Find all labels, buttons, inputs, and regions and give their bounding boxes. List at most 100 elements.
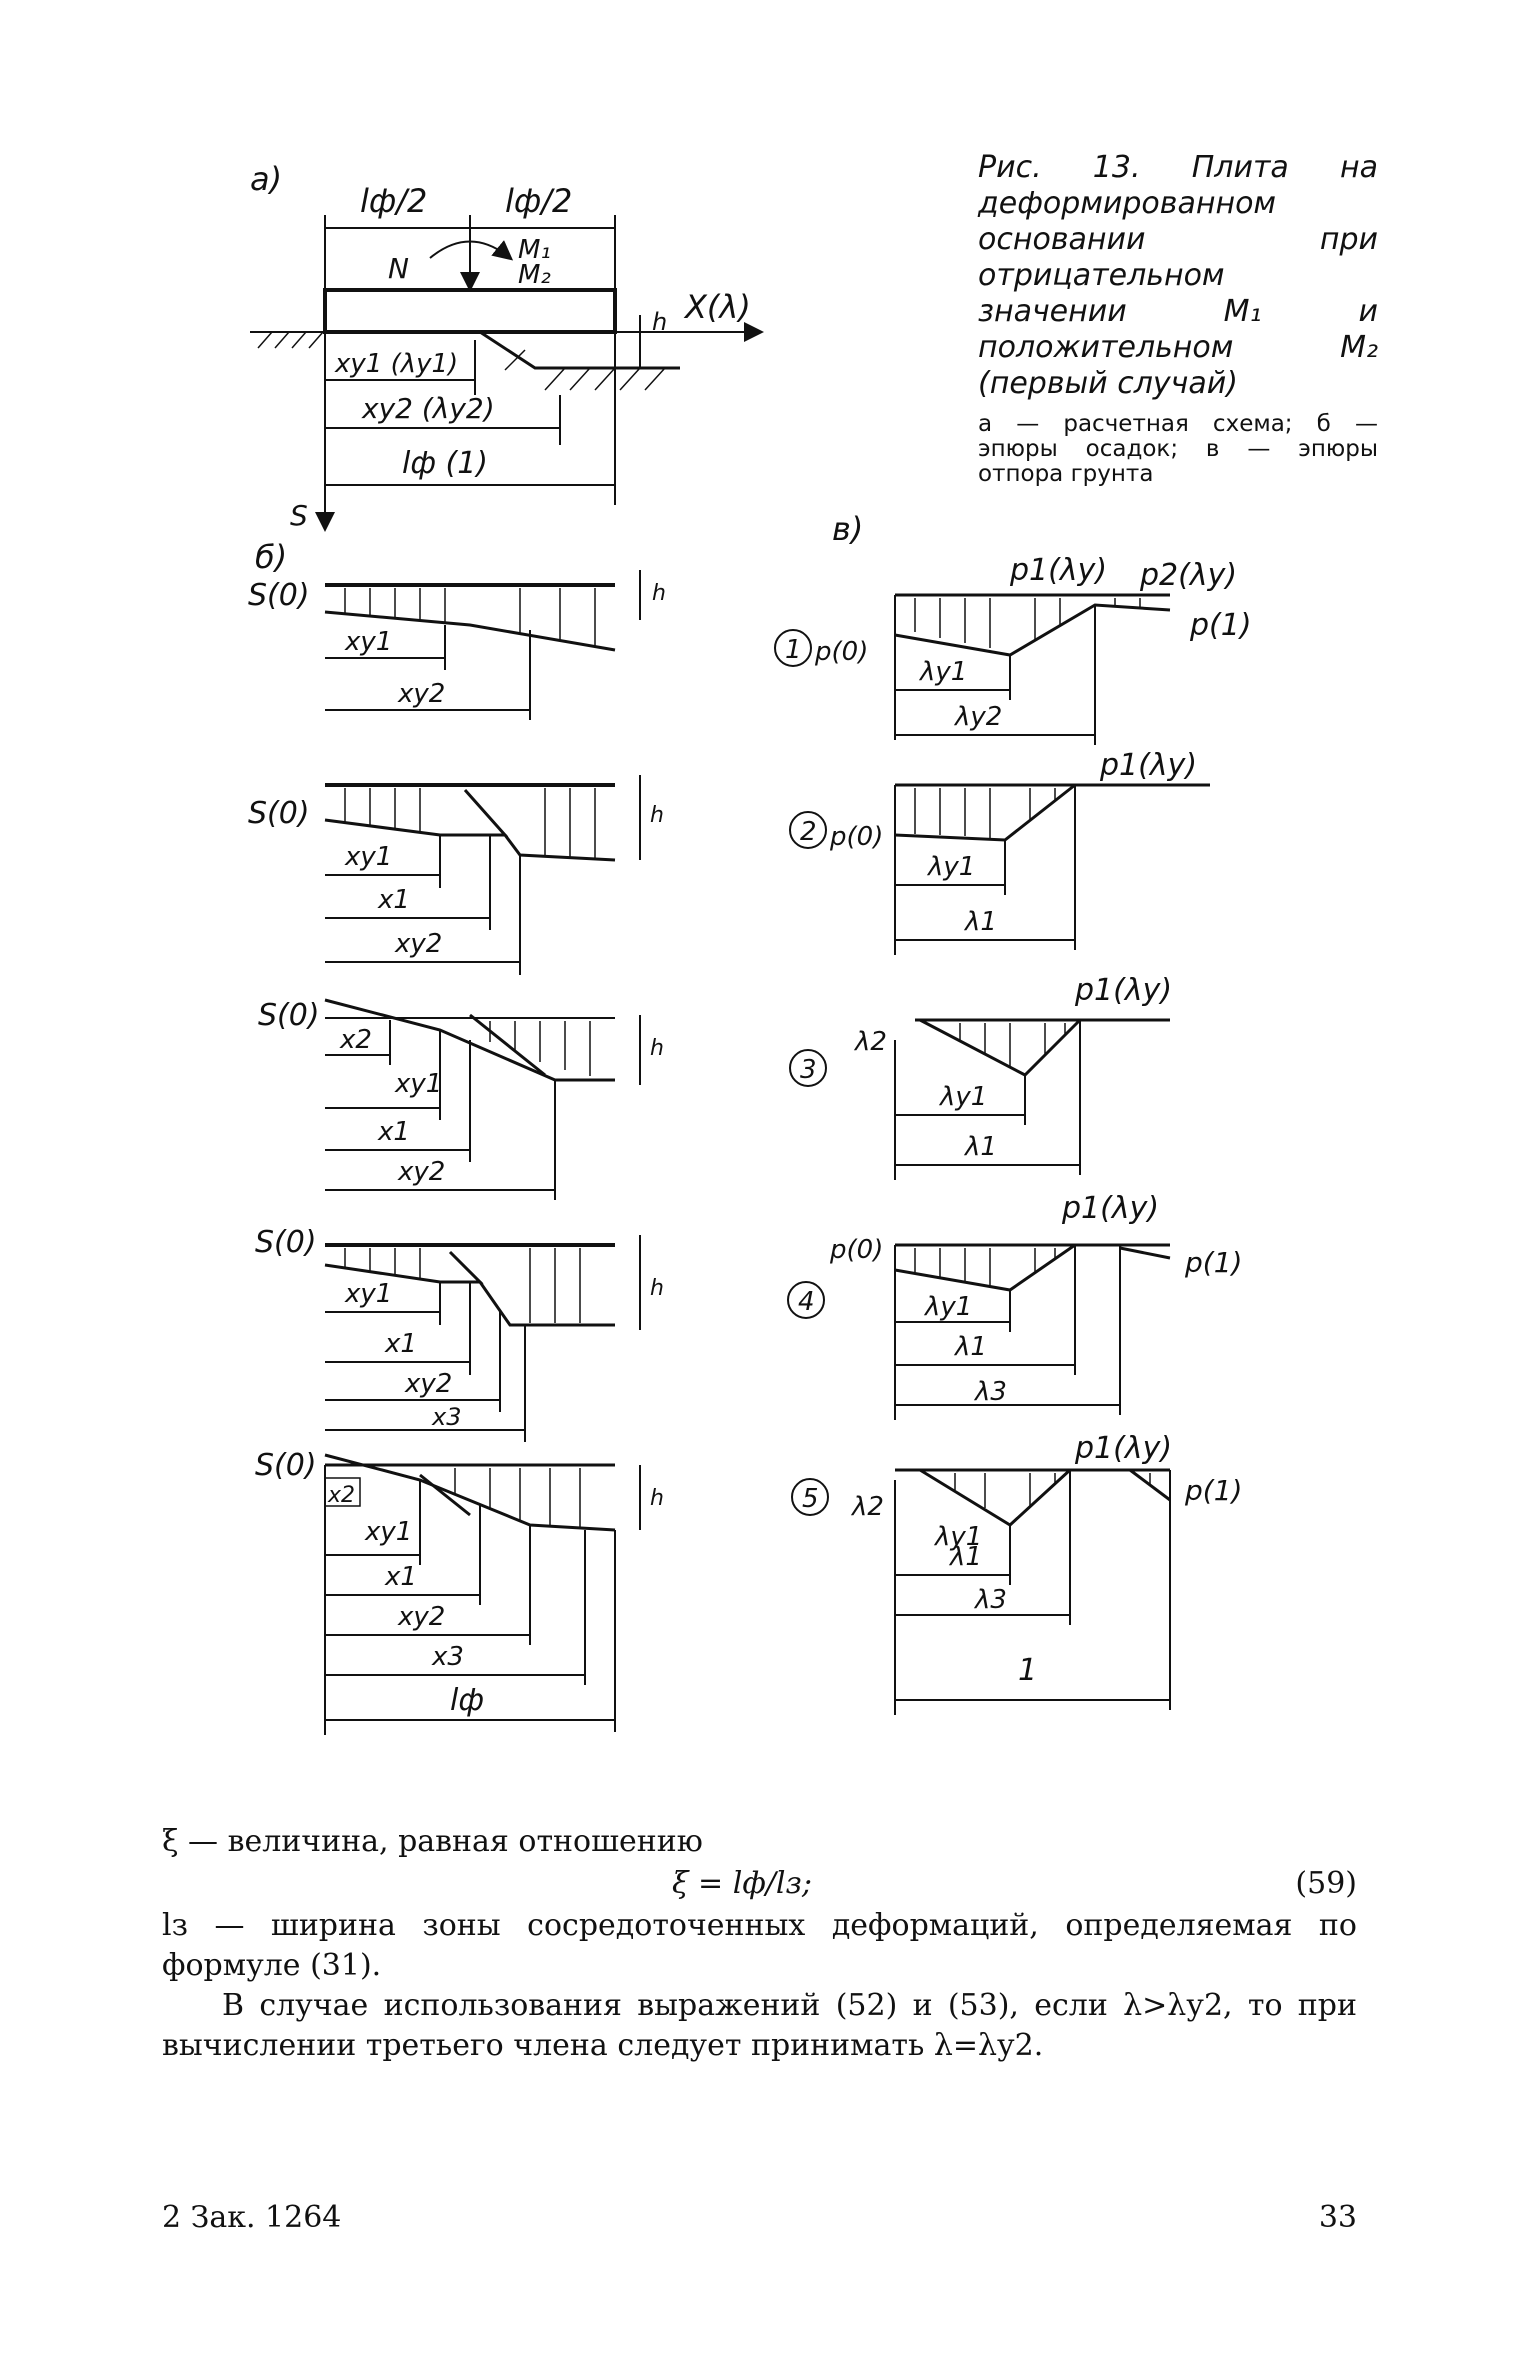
s0-label-2: S(0) (248, 796, 310, 831)
reaction-diagram-3: p1(λy) 3 λ2 λy1 λ1 (789, 973, 1172, 1180)
caption-legend: а — расчетная схема; б — эпюры осадок; в… (978, 411, 1378, 487)
depth-h-label-b3: h (650, 1036, 664, 1061)
one-label-v5: 1 (1018, 1653, 1037, 1688)
x2-label-b5: x2 (327, 1483, 355, 1508)
case-2-number: 2 (800, 817, 817, 847)
x2-label-b3: x2 (339, 1025, 372, 1055)
settlement-diagram-5: S(0) h x2 xy1 x1 xy2 x3 lф (255, 1448, 664, 1735)
xy2-label-b2: xy2 (394, 929, 442, 959)
reaction-diagram-2: p1(λy) 2 p(0) λy1 λ1 (789, 748, 1210, 955)
x1-label-b3: x1 (377, 1117, 410, 1147)
ly1-label-v2: λy1 (926, 852, 975, 882)
reaction-diagram-1: p1(λy) p2(λy) 1 p(0) p(1) λy1 λy2 (774, 553, 1252, 745)
body-text: ξ — величина, равная отношению ξ = lф/lз… (162, 1822, 1357, 2066)
depth-h-label-b1: h (652, 581, 666, 606)
s0-label-3: S(0) (258, 998, 320, 1033)
s0-label-5: S(0) (255, 1448, 317, 1483)
l3-definition: lз — ширина зоны сосредоточенных деформа… (162, 1908, 1357, 1983)
half-width-left-label: lф/2 (360, 182, 427, 220)
x1-label-b2: x1 (377, 885, 410, 915)
x1-label-b5: x1 (384, 1562, 417, 1592)
case-3-number: 3 (800, 1055, 817, 1085)
l1-label-v3: λ1 (963, 1132, 997, 1162)
settlement-diagram-2: S(0) h xy1 x1 xy2 (248, 775, 664, 975)
p1-label-v5: p(1) (1184, 1474, 1242, 1507)
reaction-diagram-4: p1(λy) 4 p(0) p(1) λy1 λ1 λ3 (787, 1191, 1242, 1420)
panel-a-scheme: а) lф/2 lф/2 N M₁ M₂ X(λ) h xy1 (λy1) x (250, 160, 764, 532)
p1-label-v1: p(1) (1189, 608, 1252, 643)
ly1-label-v5: λy1 (933, 1522, 982, 1552)
caption-title: Рис. 13. Плита на деформированном основа… (978, 150, 1378, 401)
panel-b-label: б) (255, 538, 287, 576)
xy1-label-b1: xy1 (344, 627, 392, 657)
figure-13: а) lф/2 lф/2 N M₁ M₂ X(λ) h xy1 (λy1) x (248, 160, 1252, 1735)
p1-label-v4: p(1) (1184, 1246, 1242, 1279)
l2-label-v5: λ2 (850, 1492, 884, 1522)
l1-label-v4: λ1 (953, 1332, 987, 1362)
footer-order-number: 2 Зак. 1264 (162, 2200, 342, 2235)
p0-label-v2: p(0) (829, 822, 883, 852)
p1-ly-label-v3: p1(λy) (1074, 973, 1172, 1008)
figure-drawing: а) lф/2 lф/2 N M₁ M₂ X(λ) h xy1 (λy1) x (248, 160, 1252, 1735)
dim-lf-1-label: lф (1) (402, 446, 488, 481)
equation-number: (59) (1295, 1866, 1357, 1901)
equation-line: ξ = lф/lз; (59) (162, 1864, 1357, 1904)
paragraph-text: В случае использования выражений (52) и … (162, 1988, 1357, 2063)
x3-label-b4: x3 (431, 1403, 461, 1431)
settlement-diagram-4: S(0) h xy1 x1 xy2 x3 (255, 1225, 664, 1442)
s0-label-4: S(0) (255, 1225, 317, 1260)
panel-a-label: а) (250, 160, 282, 198)
s0-label-1: S(0) (248, 578, 310, 613)
s-axis-label: S (290, 499, 308, 532)
xy1-label-b2: xy1 (344, 842, 392, 872)
ly1-label-v3: λy1 (938, 1082, 987, 1112)
xy2-label-b3: xy2 (397, 1157, 445, 1187)
p1-ly-label-v4: p1(λy) (1061, 1191, 1159, 1226)
l1-label-v2: λ1 (963, 907, 997, 937)
p1-ly-label-v5: p1(λy) (1074, 1431, 1172, 1466)
xy1-label-b3: xy1 (394, 1069, 442, 1099)
settlement-diagram-1: S(0) h xy1 xy2 (248, 570, 666, 720)
xi-definition: ξ — величина, равная отношению (162, 1824, 703, 1859)
x-axis-label: X(λ) (683, 288, 751, 326)
depth-h-label-b5: h (650, 1486, 664, 1511)
l3-label-v5: λ3 (973, 1585, 1007, 1615)
dim-xy2-a-label: xy2 (λy2) (361, 392, 495, 425)
dim-xy1-a-label: xy1 (λy1) (334, 349, 458, 379)
xy2-label-b4: xy2 (404, 1369, 452, 1399)
page-footer: 2 Зак. 1264 33 (162, 2200, 1357, 2235)
case-1-number: 1 (785, 635, 802, 665)
reaction-diagram-5: p1(λy) 5 λ2 p(1) λy1 λ1 λ3 1 (791, 1431, 1242, 1715)
p2-ly-label-v1: p2(λy) (1139, 558, 1237, 593)
l2-label-v3: λ2 (853, 1027, 887, 1057)
x3-label-b5: x3 (431, 1642, 464, 1672)
force-n-label: N (388, 252, 409, 285)
depth-h-label-b4: h (650, 1276, 664, 1301)
x1-label-b4: x1 (384, 1329, 417, 1359)
ly1-label-v4: λy1 (923, 1292, 972, 1322)
xy1-label-b4: xy1 (344, 1279, 392, 1309)
panel-v-label: в) (832, 510, 863, 548)
moment-m2-label: M₂ (518, 260, 551, 290)
settlement-diagram-3: S(0) h x2 xy1 x1 xy2 (258, 998, 664, 1200)
ly2-label-v1: λy2 (953, 702, 1002, 732)
xy1-label-b5: xy1 (364, 1517, 412, 1547)
p1-ly-label-v2: p1(λy) (1099, 748, 1197, 783)
figure-caption: Рис. 13. Плита на деформированном основа… (978, 150, 1378, 487)
p1-ly-label-v1: p1(λy) (1009, 553, 1107, 588)
l3-label-v4: λ3 (973, 1377, 1007, 1407)
foundation-slab (323, 288, 617, 334)
l1-label-v5: λ1 (948, 1542, 982, 1572)
case-5-number: 5 (802, 1484, 819, 1514)
half-width-right-label: lф/2 (505, 182, 572, 220)
lf-label-b5: lф (450, 1683, 484, 1718)
panel-b-settlement: б) S(0) h xy1 xy2 S(0) h xy1 x1 (248, 538, 666, 1735)
xy2-label-b1: xy2 (397, 679, 445, 709)
moment-m1-label: M₁ (518, 235, 551, 265)
ly1-label-v1: λy1 (918, 657, 967, 687)
p0-label-v4: p(0) (829, 1235, 883, 1265)
equation-59: ξ = lф/lз; (672, 1866, 812, 1901)
panel-v-reaction: в) p1(λy) p2(λy) 1 p(0) p(1) λy1 λy2 p1(… (774, 510, 1252, 1715)
xy2-label-b5: xy2 (397, 1602, 445, 1632)
p0-label-v1: p(0) (814, 637, 868, 667)
